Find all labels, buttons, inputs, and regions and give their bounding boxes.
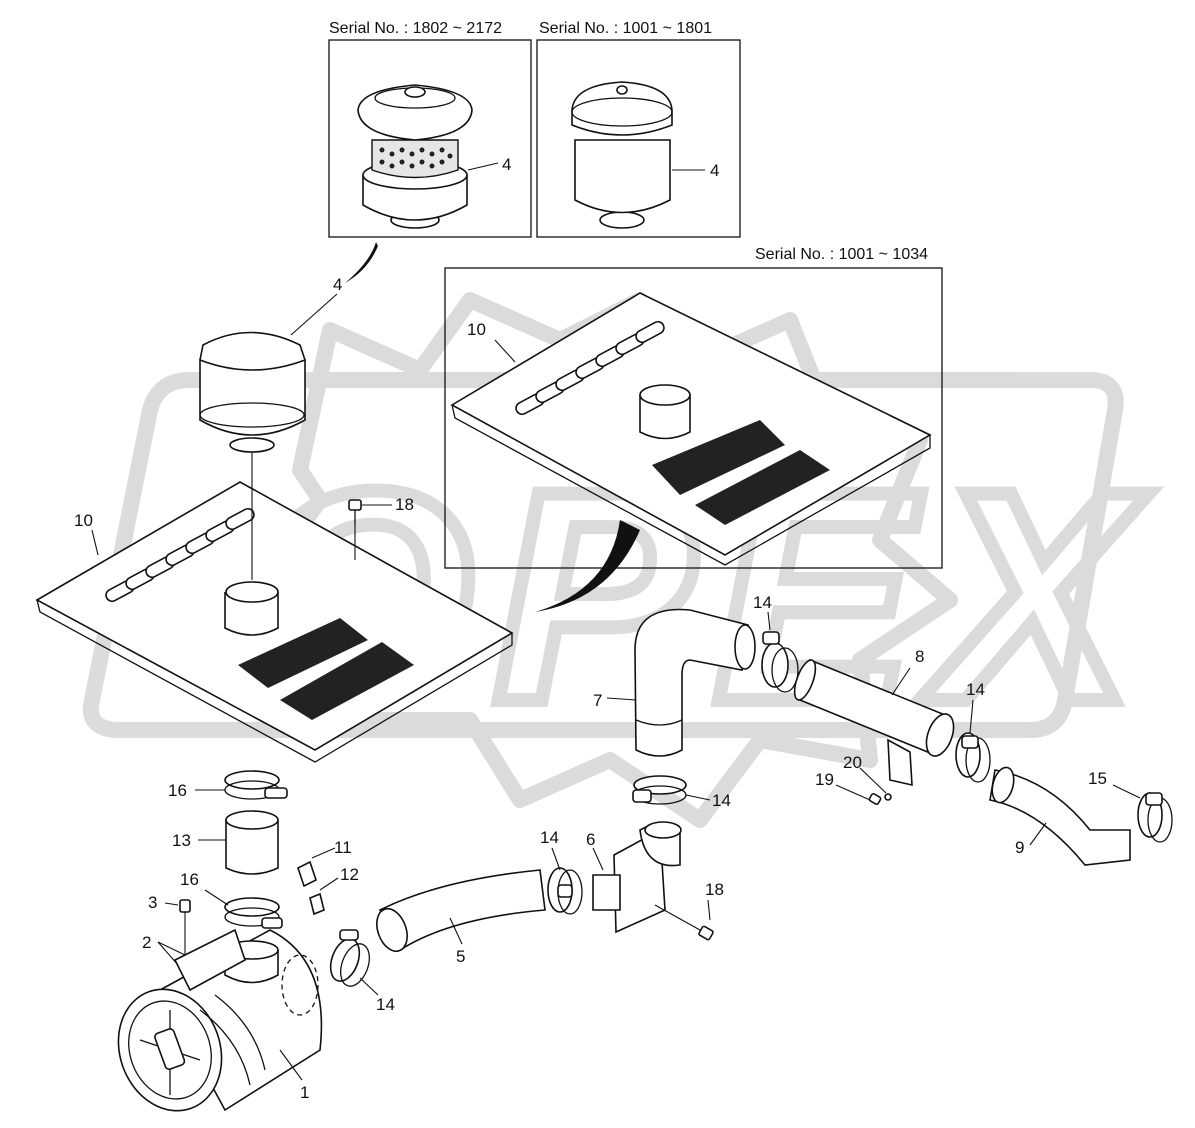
- inset-title-serial-1001-1801: Serial No. : 1001 ~ 1801: [539, 20, 713, 37]
- callout-14-elbow: 14: [540, 828, 559, 847]
- hose-clamp-14-upper: 14: [753, 593, 799, 693]
- air-cleaner-cap-cup-type: 4: [571, 81, 719, 229]
- air-cleaner-body: 1: [117, 928, 323, 1112]
- hood-panel-variant: 10: [450, 292, 932, 566]
- callout-4-inset-a: 4: [502, 155, 511, 174]
- fitting-12: 12: [309, 865, 359, 916]
- callout-3: 3: [148, 893, 157, 912]
- callout-15: 15: [1088, 769, 1107, 788]
- outlet-hose-9: 9: [989, 766, 1131, 866]
- callout-19: 19: [815, 770, 834, 789]
- callout-18-panel: 18: [395, 495, 414, 514]
- air-cleaner-cap-mesh-type: 4: [357, 84, 511, 229]
- inset-title-serial-1802-2172: Serial No. : 1802 ~ 2172: [329, 20, 503, 37]
- callout-5: 5: [456, 947, 465, 966]
- bolt-18-elbow: 18: [654, 880, 724, 941]
- fitting-11: 11: [297, 838, 352, 888]
- hose-clamp-15: 15: [1088, 769, 1173, 843]
- callout-9: 9: [1015, 838, 1024, 857]
- pre-cleaner-cap: 4: [199, 275, 342, 453]
- arrow-inset-a-to-cap: [345, 242, 378, 283]
- hood-panel-slots: [105, 507, 255, 603]
- bolt-18-panel: 18: [348, 495, 414, 560]
- pipe-8: 8: [793, 647, 955, 787]
- hood-panel-c-slots: [515, 320, 665, 416]
- callout-18-elbow: 18: [705, 880, 724, 899]
- elbow-pipe-7: 7: [593, 608, 756, 757]
- callout-12: 12: [340, 865, 359, 884]
- cap-mesh-holes: [379, 147, 453, 169]
- inset-frame-a: [328, 39, 532, 238]
- hose-clamp-14-outlet: 14: [955, 680, 991, 783]
- callout-14-riser: 14: [712, 791, 731, 810]
- callout-16-upper: 16: [168, 781, 187, 800]
- callout-10-inset-c: 10: [467, 320, 486, 339]
- intake-hose-5: 5: [376, 869, 546, 966]
- callout-11: 11: [334, 838, 352, 857]
- callout-8: 8: [915, 647, 924, 666]
- hose-clamp-14-riser: 14: [632, 775, 731, 810]
- hose-clamp-16-lower: 16: [180, 870, 283, 929]
- callout-4-inset-b: 4: [710, 161, 719, 180]
- bolt-19-washer-20: 20 19: [815, 753, 892, 806]
- callout-14-outlet: 14: [966, 680, 985, 699]
- callout-7: 7: [593, 691, 602, 710]
- hood-panel: 10: [35, 452, 514, 763]
- callout-6: 6: [586, 830, 595, 849]
- callout-20: 20: [843, 753, 862, 772]
- callout-14-upper: 14: [753, 593, 772, 612]
- hose-clamp-16-upper: 16: [168, 770, 288, 800]
- callout-4-main: 4: [333, 275, 342, 294]
- callout-2: 2: [142, 933, 151, 952]
- arrow-inset-c-to-panel: [535, 520, 640, 612]
- inset-frame-b: [536, 39, 741, 238]
- callout-13: 13: [172, 831, 191, 850]
- callout-14-cleaner: 14: [376, 995, 395, 1014]
- sleeve-13: 13: [172, 810, 279, 875]
- inset-title-serial-1001-1034: Serial No. : 1001 ~ 1034: [755, 246, 929, 263]
- hose-clamp-14-elbow: 14: [540, 828, 583, 915]
- hose-clamp-14-cleaner: 14: [329, 929, 395, 1014]
- bracket-2: 2: [142, 933, 186, 966]
- callout-10-main: 10: [74, 511, 93, 530]
- callout-16-lower: 16: [180, 870, 199, 889]
- callout-1: 1: [300, 1083, 309, 1102]
- elbow-6: 6: [586, 821, 682, 934]
- inset-frame-c: [444, 267, 943, 569]
